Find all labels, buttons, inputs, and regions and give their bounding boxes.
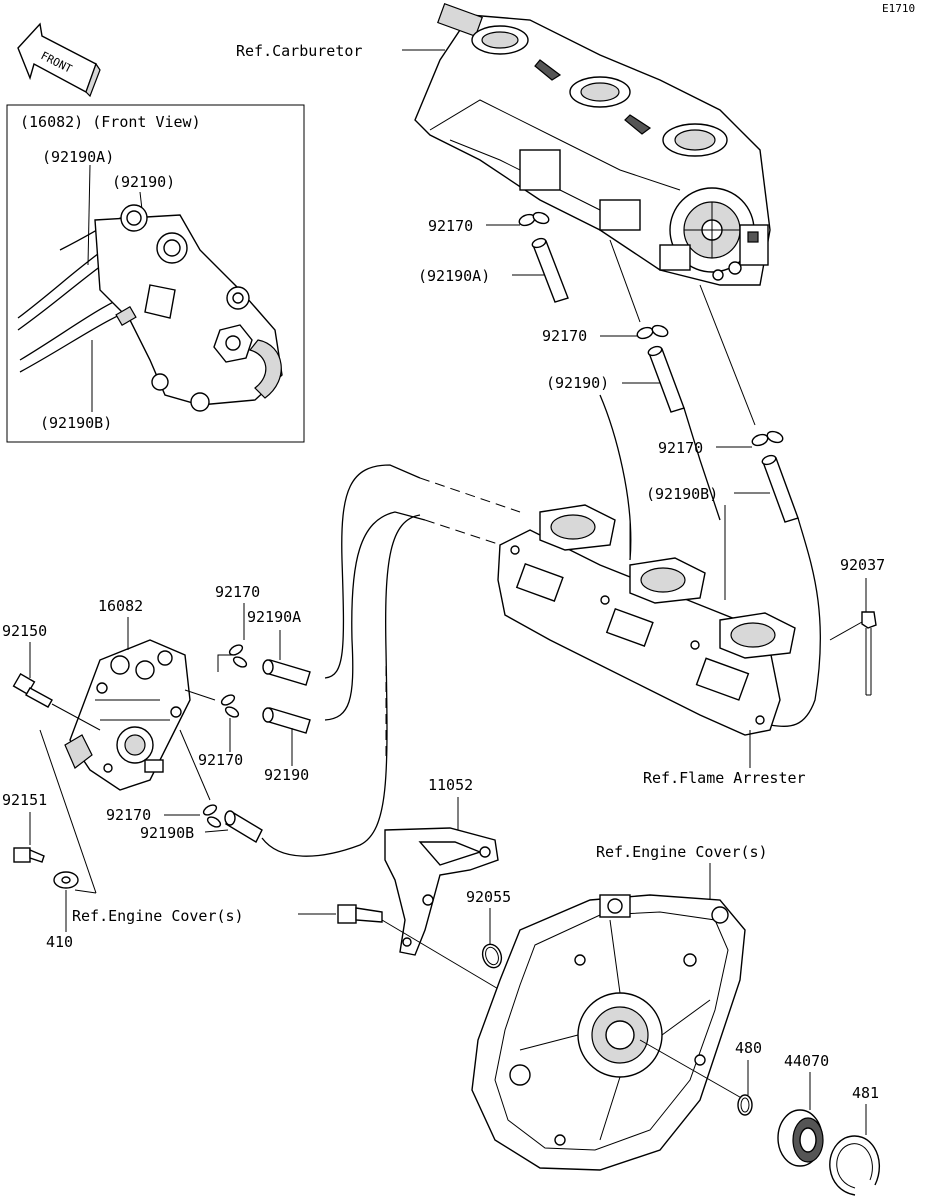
label-92151: 92151 [2,791,47,809]
carb-hose-92190A [531,237,569,303]
bracket-11052 [384,827,499,956]
front-arrow-icon: FRONT [17,22,101,98]
label-92150: 92150 [2,622,47,640]
ref-engine-cover-left: Ref.Engine Cover(s) [72,907,244,925]
label-92190-valve: 92190 [264,766,309,784]
carb-clip-3 [751,430,784,447]
valve-hose-92190A [262,659,311,686]
label-92170-valve-mid: 92170 [198,751,243,769]
engine-cover [471,894,746,1171]
label-16082: 16082 [98,597,143,615]
carb-hose-92190 [647,345,685,413]
label-480: 480 [735,1039,762,1057]
bearing-44070 [777,1109,824,1167]
circlip-480 [737,1094,753,1116]
label-92170-top: 92170 [428,217,473,235]
label-92170-valve-low: 92170 [106,806,151,824]
carb-hose-92190B [761,454,799,523]
o-ring-92055 [481,943,503,969]
label-92170-mid: 92170 [542,327,587,345]
cable-tie-92037 [861,611,877,696]
inset-label-92190B: (92190B) [40,414,112,432]
carb-clip-1 [518,211,550,227]
valve-clip-92170-a [228,644,248,668]
carb-clip-2 [636,324,669,340]
inset-title: (16082) (Front View) [20,113,201,131]
label-92190B-right: (92190B) [646,485,718,503]
label-92190A-valve: 92190A [247,608,301,626]
label-410: 410 [46,933,73,951]
label-92190-mid: (92190) [546,374,609,392]
valve-hose-92190 [262,707,311,734]
valve-hose-92190B [224,810,263,843]
label-11052: 11052 [428,776,473,794]
ref-engine-cover-right: Ref.Engine Cover(s) [596,843,768,861]
snap-ring-481 [829,1135,880,1196]
label-44070: 44070 [784,1052,829,1070]
label-92055: 92055 [466,888,511,906]
valve-clip-92170-c [202,804,222,828]
label-92190B-valve: 92190B [140,824,194,842]
label-481: 481 [852,1084,879,1102]
ref-carburetor: Ref.Carburetor [236,42,362,60]
label-92170-right: 92170 [658,439,703,457]
hose-route-outer [324,464,421,679]
bolt-engine-cover [337,904,383,924]
inset-label-92190: (92190) [112,173,175,191]
valve-clip-92170-b [220,694,240,718]
diagram-code: E1710 [882,2,915,15]
label-92190A-top: (92190A) [418,267,490,285]
label-92170-valve-top: 92170 [215,583,260,601]
ref-flame-arrester: Ref.Flame Arrester [643,769,806,787]
carburetor-assembly [414,2,771,286]
valve-assembly-16082 [64,639,191,791]
bolt-92151 [13,847,45,863]
flame-arrester [497,504,796,736]
label-92037: 92037 [840,556,885,574]
washer-410 [53,871,79,889]
inset-label-92190A: (92190A) [42,148,114,166]
bolt-92150 [12,672,53,708]
inset-front-view: (16082) (Front View) (92190A) (92190) (9… [6,104,305,443]
